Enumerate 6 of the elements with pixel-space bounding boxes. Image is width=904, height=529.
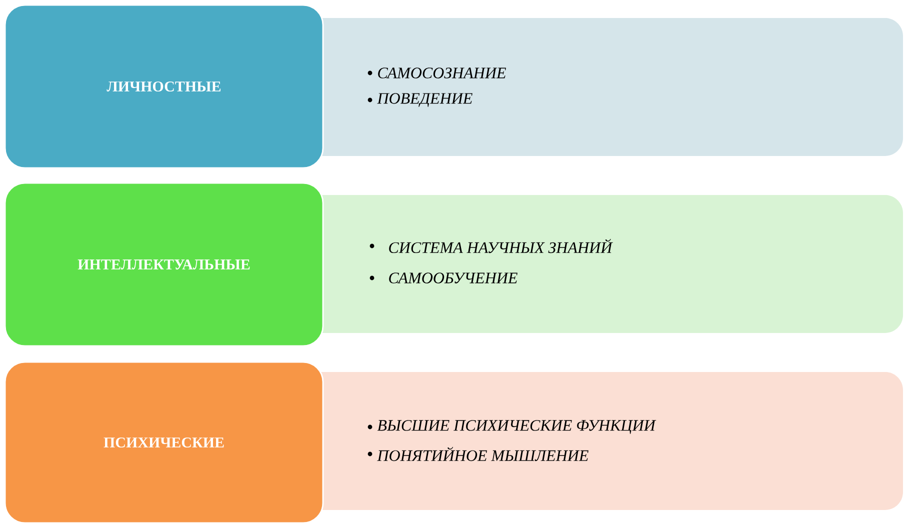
category-box: ИНТЕЛЛЕКТУАЛЬНЫЕ bbox=[4, 182, 324, 347]
list-panel: САМОСОЗНАНИЕ ПОВЕДЕНИЕ bbox=[300, 18, 903, 156]
list-panel: СИСТЕМА НАУЧНЫХ ЗНАНИЙ САМООБУЧЕНИЕ bbox=[300, 195, 903, 333]
list-panel: ВЫСШИЕ ПСИХИЧЕСКИЕ ФУНКЦИИ ПОНЯТИЙНОЕ МЫШЛЕНИЕ bbox=[300, 372, 903, 510]
category-box: ЛИЧНОСТНЫЕ bbox=[4, 4, 324, 169]
category-box: ПСИХИЧЕСКИЕ bbox=[4, 361, 324, 524]
